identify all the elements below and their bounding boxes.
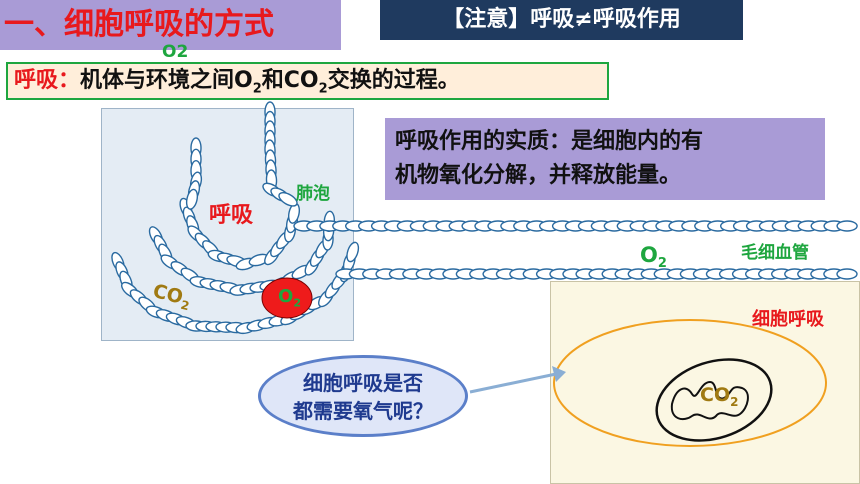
- ring-link: [836, 220, 858, 232]
- definition-text-c: 交换的过程。: [327, 68, 460, 93]
- essence-line-1: 呼吸作用的实质：是细胞内的有: [395, 129, 704, 154]
- ring-chains: [111, 101, 858, 335]
- alveolus-label: 肺泡: [296, 184, 330, 204]
- definition-sub-a: 2: [252, 81, 262, 97]
- definition-text-b: 和CO: [261, 68, 319, 93]
- cell-outline: [553, 319, 827, 447]
- question-line-2: 都需要氧气呢？: [293, 399, 433, 423]
- o2-red-sub: 2: [293, 296, 301, 310]
- o2-vessel-sub: 2: [657, 256, 667, 272]
- essence-line-2: 机物氧化分解，并释放能量。: [395, 163, 682, 188]
- o2-red-text: O: [278, 286, 294, 307]
- co2-mito-text: CO: [700, 384, 731, 406]
- capillary-label: 毛细血管: [741, 243, 809, 263]
- mitochondrion-cristae: [670, 380, 749, 421]
- definition-text-a: 机体与环境之间O: [80, 68, 253, 93]
- ring-link: [836, 268, 858, 280]
- ring-link: [346, 241, 360, 263]
- question-bubble: 细胞呼吸是否 都需要氧气呢？: [258, 355, 468, 437]
- o2-vessel-text: O: [640, 243, 658, 267]
- definition-box: 呼吸：机体与环境之间O2和CO2交换的过程。: [6, 62, 609, 100]
- co2-label-mito: CO2: [700, 384, 738, 409]
- arrow-line: [469, 372, 557, 394]
- ring-link: [278, 191, 298, 207]
- arrow-head-icon: [552, 366, 566, 382]
- definition-sub-b: 2: [318, 81, 328, 97]
- slide-title: 一、细胞呼吸的方式: [0, 0, 341, 50]
- mitochondrion-icon: [655, 358, 773, 442]
- o2-label-top: O2: [162, 44, 189, 58]
- question-line-1: 细胞呼吸是否: [303, 371, 423, 395]
- o2-label-vessel: O2: [640, 243, 667, 271]
- definition-colon: ：: [58, 68, 81, 93]
- o2-label-red: O2: [278, 286, 301, 310]
- cell-respiration-label: 细胞呼吸: [752, 309, 824, 330]
- essence-box: 呼吸作用的实质：是细胞内的有 机物氧化分解，并释放能量。: [385, 118, 825, 200]
- breath-label: 呼吸: [209, 203, 254, 228]
- ring-link: [185, 188, 199, 210]
- note-banner: 【注意】呼吸≠呼吸作用: [380, 0, 743, 40]
- co2-mito-sub: 2: [730, 394, 739, 409]
- definition-term: 呼吸: [14, 68, 59, 93]
- red-blood-cell: [261, 277, 313, 319]
